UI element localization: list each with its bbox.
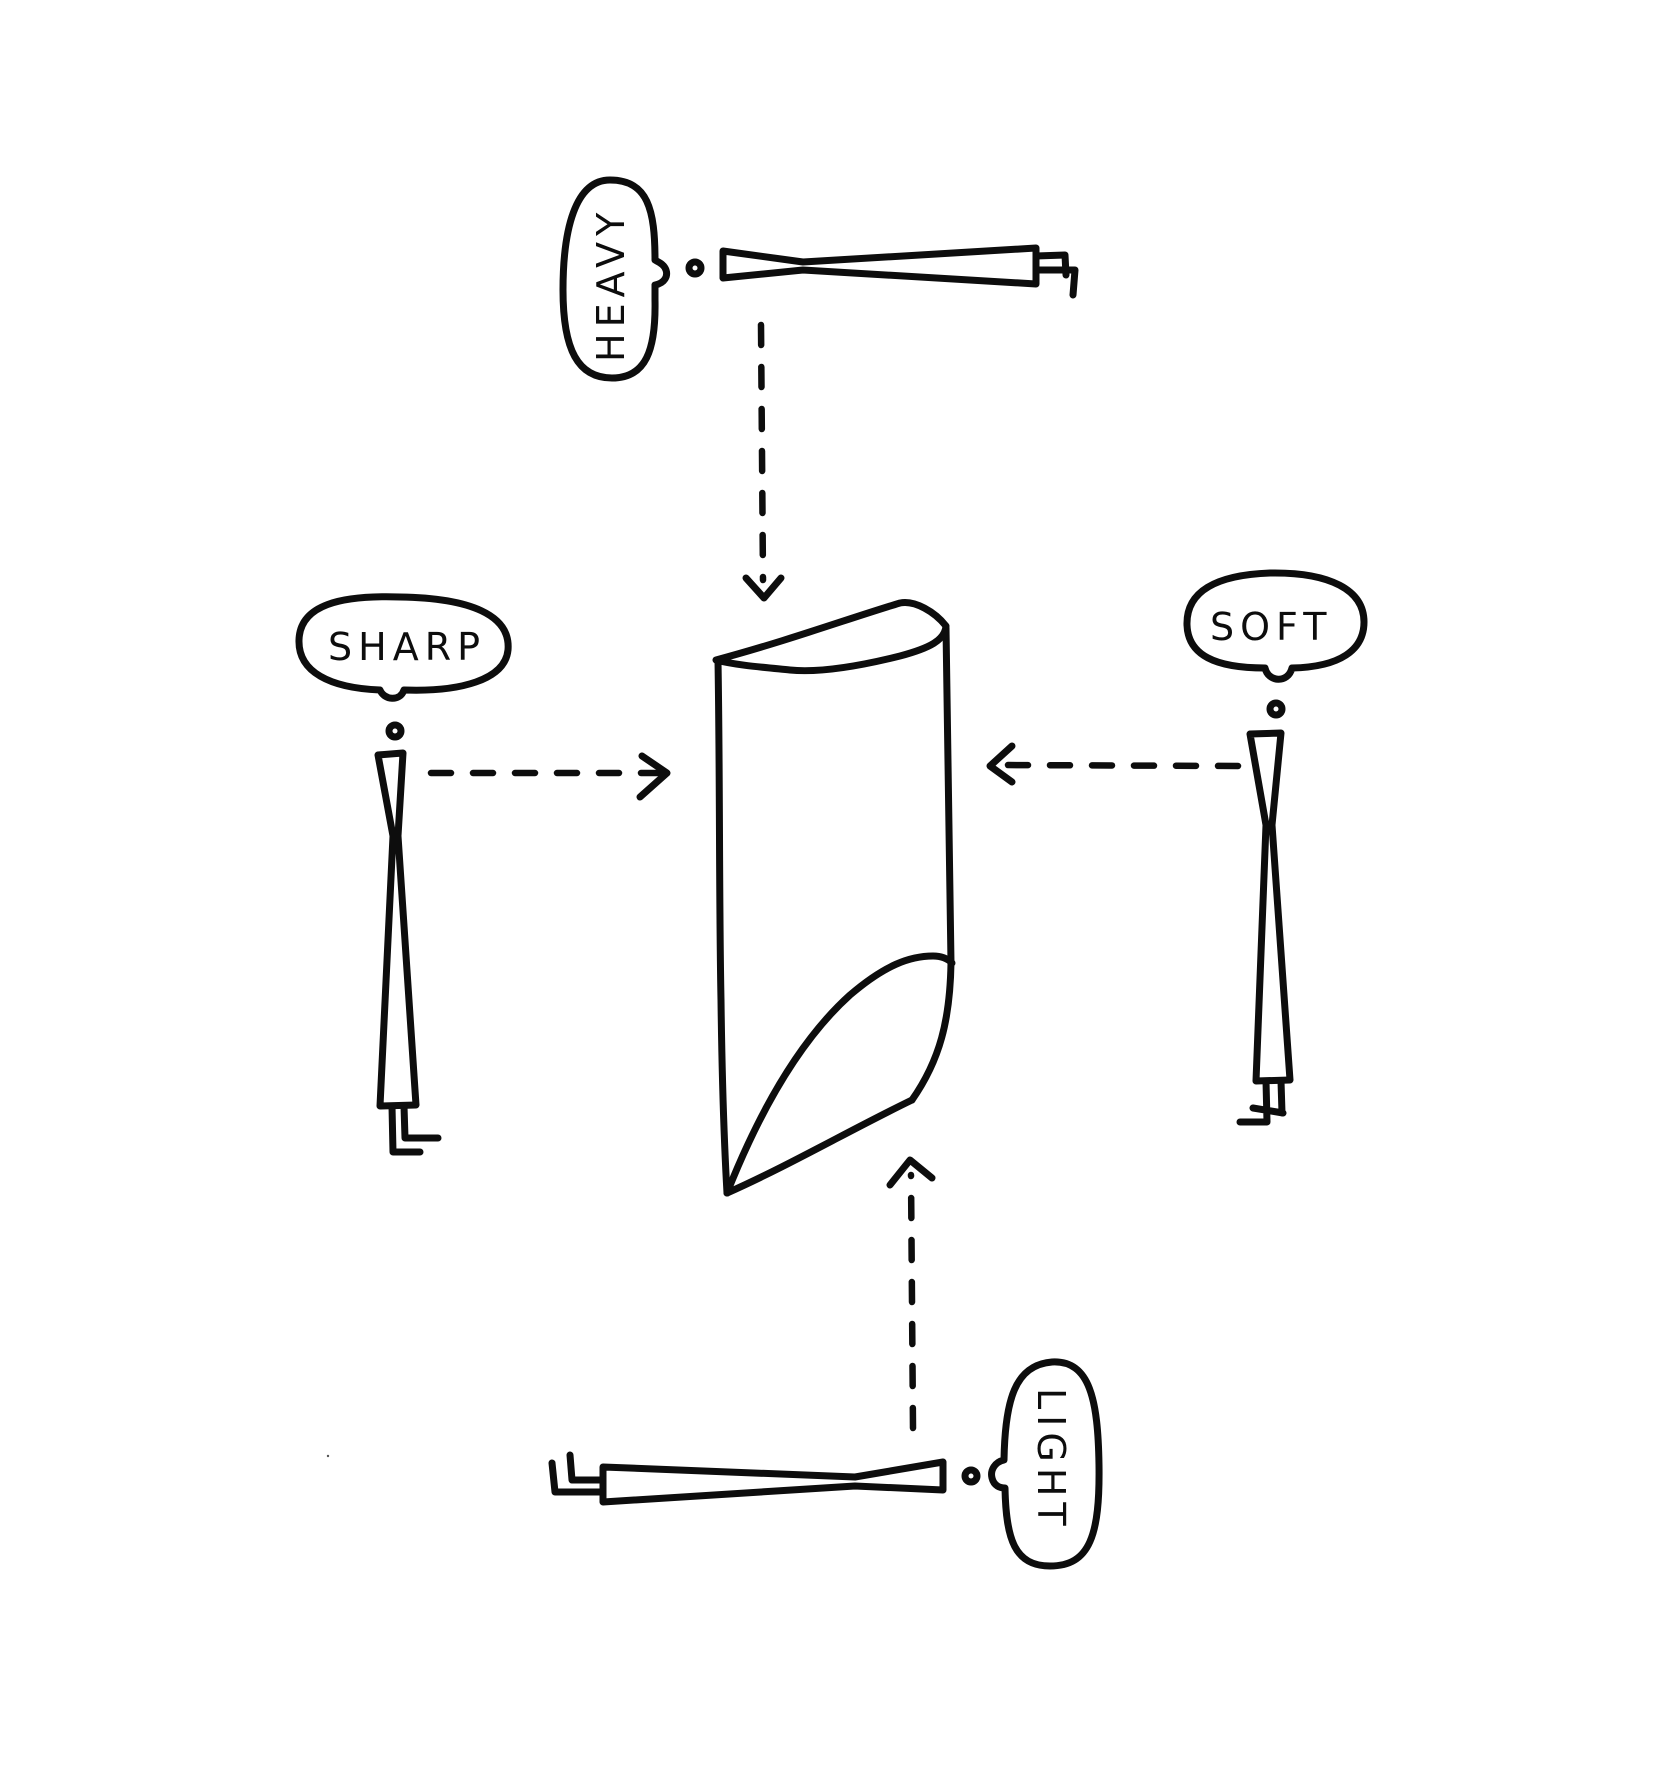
observer-light: LIGHT: [548, 1358, 1103, 1570]
thought-bubble-sharp: [295, 593, 512, 702]
arrow-heavy-down: [742, 321, 785, 602]
thought-dot-sharp: [385, 721, 405, 741]
observer-soft: SOFT: [1183, 569, 1368, 1126]
cylinder-right-edge: [908, 624, 955, 1104]
cylinder-left-edge: [714, 657, 731, 1197]
center-cylinder: [712, 599, 956, 1197]
thought-bubble-soft: [1183, 569, 1368, 683]
label-sharp: SHARP: [328, 625, 486, 669]
thought-bubble-heavy: [559, 176, 671, 382]
label-heavy: HEAVY: [589, 207, 633, 362]
thought-dot-light: [961, 1466, 981, 1486]
arrow-light-up: [886, 1156, 936, 1432]
figure-body-sharp: [374, 749, 420, 1110]
observer-heavy: HEAVY: [559, 176, 1079, 382]
thought-bubble-light: [988, 1358, 1103, 1570]
figure-legs-light: [548, 1451, 607, 1496]
thought-dot-soft: [1266, 699, 1286, 719]
arrow-sharp-right: [427, 752, 671, 801]
figure-body-light: [599, 1458, 947, 1506]
stray-speck: [326, 1454, 330, 1458]
arrow-soft-left: [986, 742, 1242, 786]
figure-legs-sharp: [388, 1102, 442, 1156]
figure-legs-soft: [1236, 1077, 1287, 1126]
thought-dot-heavy: [685, 258, 705, 278]
observer-sharp: SHARP: [295, 593, 512, 1156]
label-light: LIGHT: [1029, 1388, 1073, 1532]
cylinder-top-ellipse: [712, 599, 950, 675]
label-soft: SOFT: [1210, 605, 1332, 649]
figure-body-heavy: [719, 244, 1040, 288]
figure-legs-heavy: [1032, 251, 1079, 299]
cylinder-bottom-slice: [723, 952, 956, 1197]
figure-body-soft: [1246, 729, 1294, 1085]
cylinder-bottom-edge: [723, 1096, 916, 1197]
